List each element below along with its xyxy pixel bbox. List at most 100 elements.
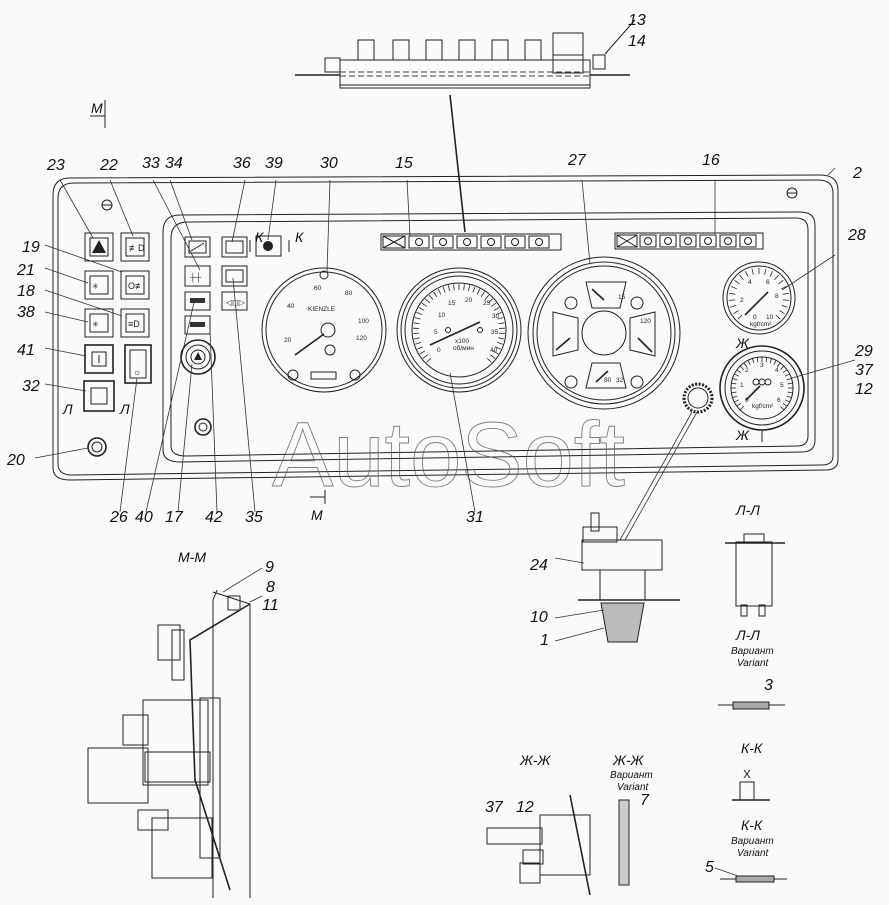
indicator-block-side-view — [295, 20, 635, 88]
switch-32[interactable] — [84, 381, 114, 411]
gauge-tick-mark — [731, 392, 736, 393]
switch-41[interactable] — [85, 345, 113, 373]
gauge-tick-mark — [497, 342, 503, 344]
svg-text:Вариант: Вариант — [731, 836, 774, 847]
section-mark-zh: Ж — [735, 335, 750, 351]
gauge-tick-mark — [733, 396, 738, 398]
callout-22: 22 — [99, 157, 118, 174]
gauge-tick-mark — [468, 285, 469, 291]
svg-text:Вариант: Вариант — [731, 646, 774, 657]
callout-1: 1 — [540, 632, 549, 649]
speedometer-30: KIENZLE 20 40 60 80 100 120 — [262, 268, 386, 392]
gauge-tick-mark — [740, 406, 744, 410]
gauge-tick-mark — [788, 383, 793, 384]
svg-text:Variant: Variant — [737, 658, 770, 669]
warning-lamp-icon — [680, 235, 696, 247]
tach-tick: 25 — [483, 300, 491, 307]
speed-tick: 100 — [358, 318, 369, 325]
indicator-strip-16 — [615, 233, 763, 249]
switch-35-blank[interactable] — [222, 266, 247, 286]
section-mark-l: Л — [119, 401, 130, 417]
gauge-tick-mark — [757, 357, 758, 362]
callout-14: 14 — [628, 33, 646, 50]
pressure-tick: 4 — [775, 367, 779, 374]
k-section-marks: К К — [250, 229, 304, 252]
engine-brake-icon — [263, 241, 273, 251]
pressure-tick: 10 — [766, 314, 774, 321]
combination-instrument-27: 15 80 32 120 — [528, 257, 680, 409]
pressure-gauge-28: 0 2 4 6 8 10 kgf/cm² — [723, 262, 795, 334]
switch-19-rear-fog[interactable]: O≢ — [121, 271, 149, 299]
switch-33[interactable]: ┼┼ — [185, 266, 210, 286]
combo-bottom-tick: 32 — [616, 377, 624, 384]
section-view-mm: М-М 9 8 11 — [88, 549, 279, 898]
switch-23-hazard[interactable] — [85, 233, 113, 261]
callout-40: 40 — [135, 509, 153, 526]
callout-39: 39 — [265, 155, 283, 172]
gauge-tick-mark — [766, 357, 767, 362]
switch-26-lamp[interactable]: ☼ — [125, 345, 151, 383]
gauge-tick-mark — [425, 299, 429, 303]
warning-lamp-icon — [481, 236, 501, 248]
leader-line — [450, 95, 465, 232]
gauge-tick-mark — [785, 400, 789, 402]
gauge-tick-mark — [776, 315, 780, 319]
callout-19: 19 — [22, 239, 40, 256]
pressure-tick: 1 — [740, 382, 744, 389]
callout-32: 32 — [22, 378, 40, 395]
pressure-tick: 2 — [745, 367, 749, 374]
callout-23: 23 — [46, 157, 65, 174]
speedometer-brand: KIENZLE — [308, 306, 336, 313]
pressure-gauge-29: 0 1 2 3 4 5 6 kgf/cm² Ж Ж — [720, 335, 804, 443]
switch-34-wiper[interactable] — [185, 237, 210, 257]
socket-20[interactable] — [88, 438, 106, 456]
switch-22-fog-light[interactable]: ≢D — [121, 233, 149, 261]
callout-38: 38 — [17, 304, 35, 321]
gauge-tick-mark — [731, 383, 736, 384]
gauge-tick-mark — [775, 275, 779, 280]
gauge-tick-mark — [787, 378, 792, 380]
watermark: AutoSoft — [272, 404, 625, 506]
left-switch-cluster: ≢D ✳ O≢ ✳ ≡D ☼ — [84, 233, 151, 456]
switch-36[interactable] — [222, 237, 247, 257]
tach-tick: 30 — [492, 313, 500, 320]
switch-18-headlight[interactable]: ≡D — [121, 309, 149, 337]
warning-lamp-icon — [660, 235, 676, 247]
wiper-icon — [191, 243, 204, 251]
gauge-tick-mark — [454, 284, 455, 290]
hazard-triangle-icon — [92, 240, 106, 253]
section-view-kk: К-К К-К Вариант Variant 5 — [705, 740, 787, 882]
pressure-unit: kgf/cm² — [752, 403, 774, 410]
warning-lamps-right — [640, 235, 756, 247]
callout-7: 7 — [640, 792, 650, 809]
switch-21-interior-light[interactable]: ✳ — [85, 271, 113, 299]
knob-24[interactable] — [684, 384, 712, 412]
section-view-ll: Л-Л Л-Л Вариант Variant 3 — [718, 502, 785, 709]
gauge-tick-mark — [778, 280, 783, 284]
callout-30: 30 — [320, 155, 338, 172]
pressure-tick: 6 — [777, 397, 781, 404]
gauge-tick-mark — [443, 287, 445, 293]
switch-38-work-light[interactable]: ✳ — [85, 309, 113, 337]
gauge-tick-mark — [740, 366, 744, 370]
lamp-symbol-icon — [645, 238, 652, 245]
switch-40[interactable] — [185, 292, 210, 310]
tach-tick: 20 — [465, 297, 473, 304]
warning-lamp-icon — [720, 235, 736, 247]
socket-lower[interactable] — [195, 419, 211, 435]
ignition-switch-42[interactable] — [181, 340, 215, 374]
section-mark-m-top: М — [90, 100, 105, 128]
tachometer-31: 0 5 10 15 20 25 30 35 40 x100 об/мин — [397, 268, 521, 392]
gauge-tick-mark — [417, 347, 422, 350]
combo-right-max: 120 — [640, 318, 651, 325]
lamp-symbol-icon — [488, 239, 495, 246]
section-title-zhzh-variant: Ж-Ж — [612, 752, 645, 768]
callout-36: 36 — [233, 155, 251, 172]
gauge-tick-mark — [490, 355, 495, 359]
callout-13: 13 — [628, 12, 646, 29]
gauge-tick-mark — [787, 396, 792, 398]
section-view-zhzh: Ж-Ж 37 12 Ж-Ж Вариант Variant 7 — [485, 752, 653, 895]
gauge-tick-mark — [415, 318, 421, 320]
combo-bottom-tick: 80 — [604, 377, 612, 384]
callout-11: 11 — [262, 597, 279, 614]
